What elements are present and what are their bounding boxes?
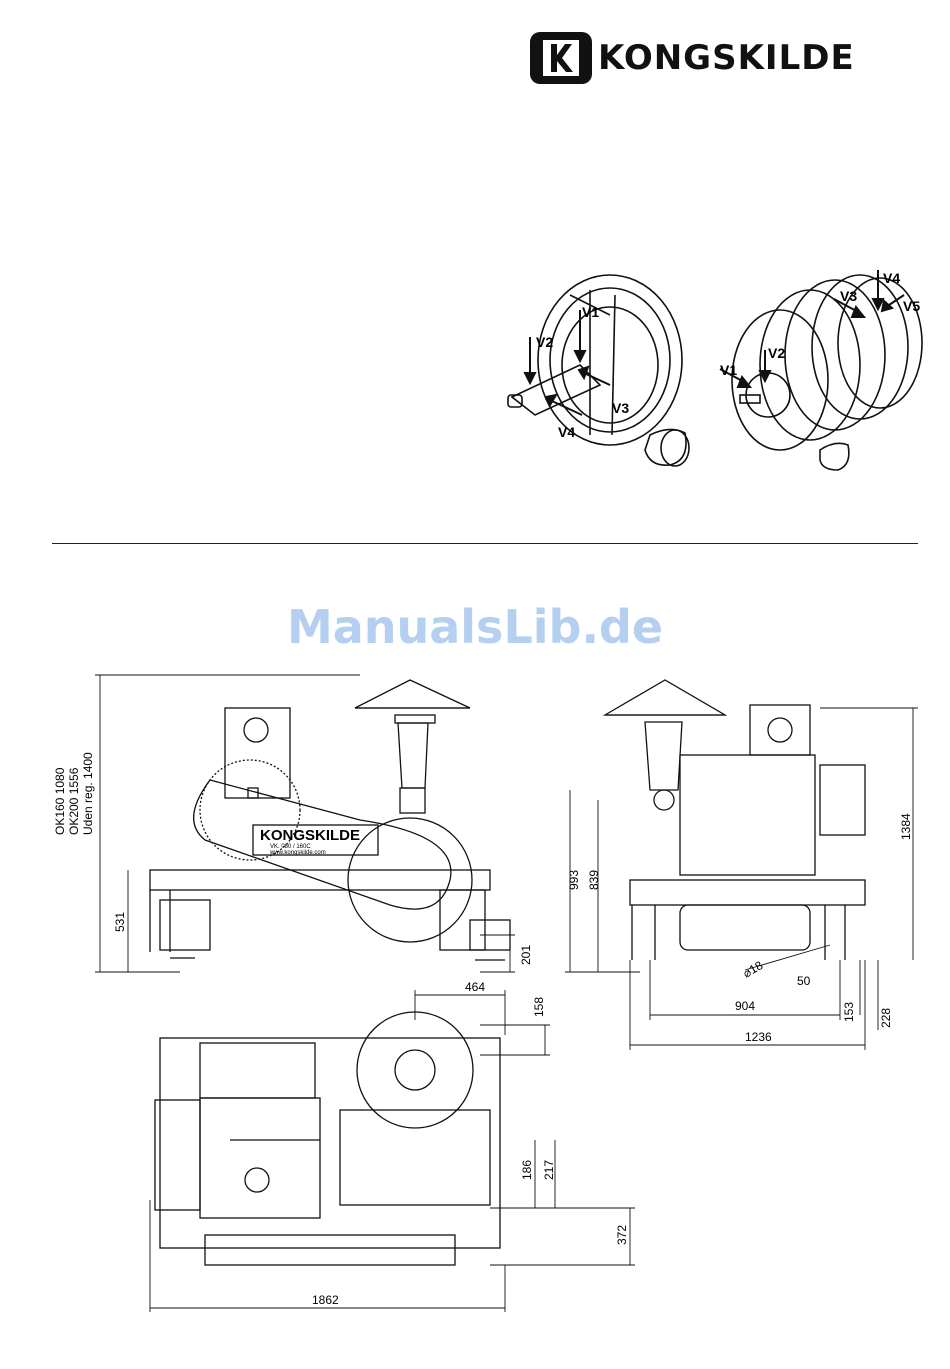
ok-model-table: OK160 1080 OK200 1556 Uden reg. 1400 <box>53 752 95 835</box>
dim-531: 531 <box>113 912 127 932</box>
top-view-drawing <box>155 1012 500 1265</box>
dim-372: 372 <box>615 1225 629 1245</box>
dim-diameter-18: ⌀18 <box>741 958 766 981</box>
kongskilde-logo: KONGSKILDE <box>530 30 920 85</box>
logo-text: KONGSKILDE <box>598 38 855 78</box>
v4-label-right: V4 <box>883 270 900 286</box>
dim-839: 839 <box>587 870 601 890</box>
dim-153: 153 <box>842 1002 856 1022</box>
dim-904: 904 <box>735 999 755 1013</box>
vibration-measurement-figure: V1 V2 V3 V4 V1 V2 V3 V4 V5 <box>500 255 930 485</box>
dim-228: 228 <box>879 1008 893 1028</box>
v4-label-left: V4 <box>558 424 575 440</box>
dimension-drawings: KONGSKILDE VK. 080 / 160C www.kongskilde… <box>0 660 950 1340</box>
v1-label-left: V1 <box>582 304 599 320</box>
dim-1862: 1862 <box>312 1293 339 1307</box>
dim-1236: 1236 <box>745 1030 772 1044</box>
dim-158: 158 <box>532 997 546 1017</box>
dim-1384: 1384 <box>899 813 913 840</box>
section-divider <box>52 543 918 544</box>
uden-reg-row: Uden reg. 1400 <box>81 752 95 835</box>
dim-464: 464 <box>465 980 485 994</box>
v3-label-left: V3 <box>612 400 629 416</box>
plate-brand: KONGSKILDE <box>260 827 360 844</box>
v5-label-right: V5 <box>903 298 920 314</box>
dim-186: 186 <box>520 1160 534 1180</box>
v2-label-right: V2 <box>768 345 785 361</box>
front-view-drawing <box>150 680 510 960</box>
plate-web: www.kongskilde.com <box>269 850 326 856</box>
dim-50: 50 <box>797 974 811 988</box>
dim-201: 201 <box>519 945 533 965</box>
front-dimension-lines <box>95 675 515 972</box>
logo-k-icon <box>530 32 592 84</box>
ok200-row: OK200 1556 <box>67 767 81 835</box>
v3-label-right: V3 <box>840 288 857 304</box>
v2-label-left: V2 <box>536 334 553 350</box>
dim-217: 217 <box>542 1160 556 1180</box>
watermark: ManualsLib.de <box>0 600 950 654</box>
side-view-drawing <box>605 680 865 960</box>
ok160-row: OK160 1080 <box>53 767 67 835</box>
dim-993: 993 <box>567 870 581 890</box>
v1-label-right: V1 <box>720 362 737 378</box>
